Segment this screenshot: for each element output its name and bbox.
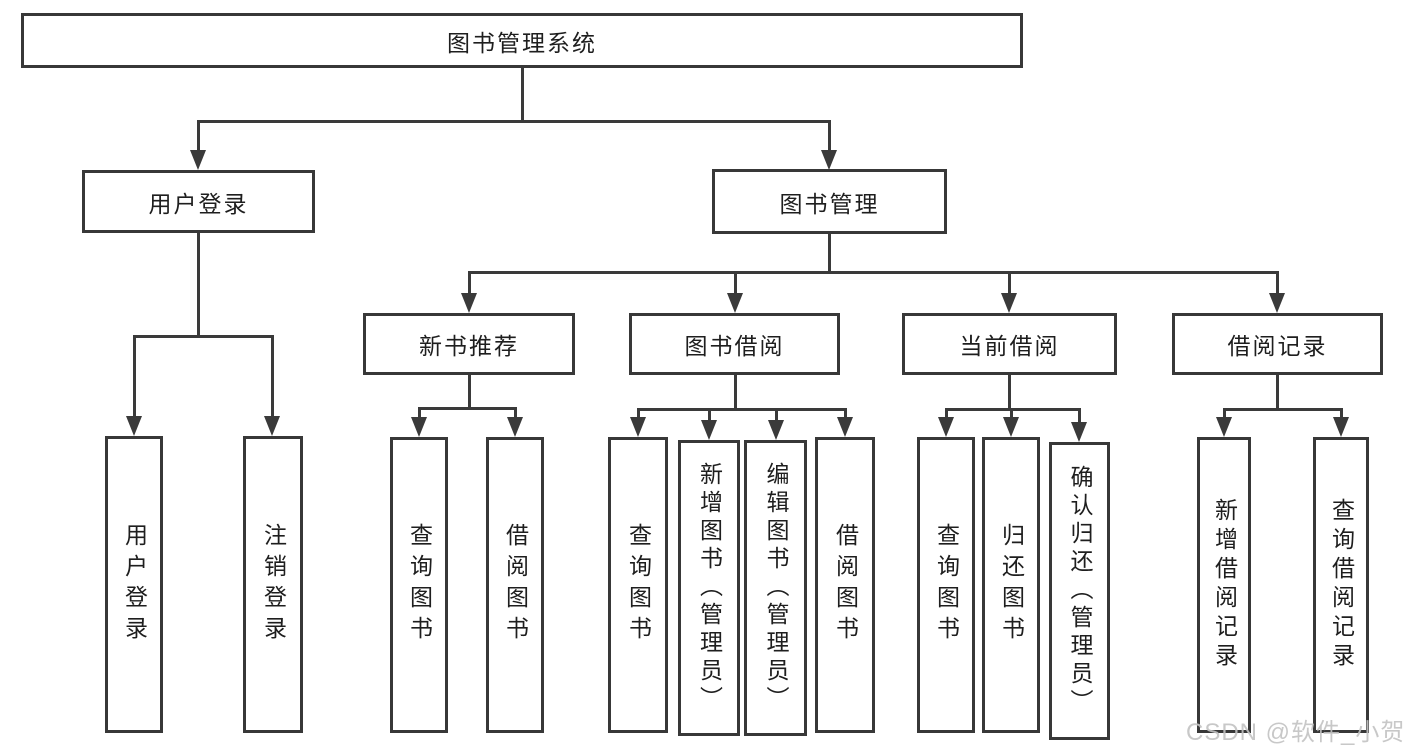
connector-records-rail — [1223, 408, 1342, 411]
leaf-label: 归还图书 — [998, 523, 1025, 647]
arrow-down-icon — [507, 417, 523, 437]
connector-userlogin-rail — [133, 335, 274, 338]
node-borrow-records: 借阅记录 — [1172, 313, 1383, 375]
arrow-down-icon — [461, 293, 477, 313]
connector-arrow-stem — [1223, 408, 1226, 417]
leaf-query-books-1: 查询图书 — [390, 437, 448, 733]
csdn-watermark: CSDN @软件_小贺同学 — [1186, 719, 1405, 746]
connector-arrow-stem — [197, 120, 200, 150]
node-borrow-records-label: 借阅记录 — [1227, 333, 1328, 359]
leaf-user-login: 用户登录 — [105, 436, 163, 733]
node-new-book-recommend: 新书推荐 — [363, 313, 575, 375]
leaf-logout: 注销登录 — [243, 436, 303, 733]
connector-borrowing-stem — [734, 375, 737, 408]
arrow-down-icon — [727, 293, 743, 313]
connector-arrow-stem — [514, 407, 517, 417]
arrow-down-icon — [938, 417, 954, 437]
leaf-add-books-admin: 新增图书（管理员） — [678, 440, 740, 736]
arrow-down-icon — [630, 417, 646, 437]
leaf-label: 借阅图书 — [832, 523, 859, 647]
connector-arrow-stem — [828, 120, 831, 150]
connector-borrowing-rail — [637, 408, 846, 411]
leaf-label: 新增图书（管理员） — [696, 462, 723, 714]
leaf-label: 新增借阅记录 — [1211, 498, 1238, 672]
leaf-query-books-2: 查询图书 — [608, 437, 668, 733]
arrow-down-icon — [768, 420, 784, 440]
node-user-login: 用户登录 — [82, 170, 315, 233]
connector-newbook-stem — [468, 375, 471, 407]
leaf-label: 编辑图书（管理员） — [763, 462, 789, 714]
leaf-borrow-books-2: 借阅图书 — [815, 437, 875, 733]
node-book-management-label: 图书管理 — [779, 190, 880, 217]
connector-arrow-stem — [133, 335, 136, 416]
arrow-down-icon — [190, 150, 206, 170]
connector-arrow-stem — [775, 408, 778, 420]
connector-arrow-stem — [1010, 408, 1013, 417]
leaf-query-books-3: 查询图书 — [917, 437, 975, 733]
node-root-label: 图书管理系统 — [447, 29, 597, 56]
arrow-down-icon — [126, 416, 142, 436]
connector-arrow-stem — [1340, 408, 1343, 417]
arrow-down-icon — [1071, 422, 1087, 442]
leaf-label: 确认归还（管理员） — [1067, 465, 1093, 717]
leaf-logout-label: 注销登录 — [260, 522, 287, 647]
leaf-add-borrow-record: 新增借阅记录 — [1197, 437, 1251, 733]
leaf-label: 借阅图书 — [502, 523, 529, 647]
arrow-down-icon — [1003, 417, 1019, 437]
arrow-down-icon — [701, 420, 717, 440]
connector-current-stem — [1008, 375, 1011, 408]
leaf-confirm-return-admin: 确认归还（管理员） — [1049, 442, 1110, 740]
connector-arrow-stem — [945, 408, 948, 417]
node-current-borrowing-label: 当前借阅 — [959, 333, 1060, 359]
leaf-borrow-books-1: 借阅图书 — [486, 437, 544, 733]
leaf-edit-books-admin: 编辑图书（管理员） — [744, 440, 807, 736]
connector-arrow-stem — [1276, 271, 1279, 293]
connector-root-stem — [521, 68, 524, 120]
node-book-management: 图书管理 — [712, 169, 947, 234]
arrow-down-icon — [1216, 417, 1232, 437]
node-user-login-label: 用户登录 — [148, 190, 249, 217]
connector-bookmgmt-stem — [828, 234, 831, 271]
leaf-label: 查询图书 — [933, 523, 960, 647]
connector-arrow-stem — [1078, 408, 1081, 422]
arrow-down-icon — [264, 416, 280, 436]
node-book-borrowing-label: 图书借阅 — [684, 333, 785, 359]
leaf-query-borrow-record: 查询借阅记录 — [1313, 437, 1369, 733]
connector-records-stem — [1276, 375, 1279, 408]
arrow-down-icon — [411, 417, 427, 437]
connector-bookmgmt-rail — [468, 271, 1278, 274]
arrow-down-icon — [837, 417, 853, 437]
leaf-label: 查询图书 — [406, 523, 433, 647]
connector-arrow-stem — [418, 407, 421, 417]
arrow-down-icon — [821, 150, 837, 170]
connector-arrow-stem — [844, 408, 847, 417]
connector-newbook-rail — [418, 407, 517, 410]
connector-arrow-stem — [468, 271, 471, 293]
leaf-user-login-label: 用户登录 — [121, 522, 148, 647]
arrow-down-icon — [1333, 417, 1349, 437]
connector-arrow-stem — [708, 408, 711, 420]
connector-arrow-stem — [734, 271, 737, 293]
node-book-borrowing: 图书借阅 — [629, 313, 840, 375]
node-current-borrowing: 当前借阅 — [902, 313, 1117, 375]
arrow-down-icon — [1001, 293, 1017, 313]
node-root: 图书管理系统 — [21, 13, 1023, 68]
connector-root-rail — [197, 120, 831, 123]
connector-arrow-stem — [1008, 271, 1011, 293]
leaf-label: 查询借阅记录 — [1328, 498, 1355, 672]
arrow-down-icon — [1269, 293, 1285, 313]
node-new-book-recommend-label: 新书推荐 — [419, 333, 519, 359]
leaf-label: 查询图书 — [625, 523, 652, 647]
connector-userlogin-stem — [197, 233, 200, 335]
leaf-return-books: 归还图书 — [982, 437, 1040, 733]
connector-arrow-stem — [637, 408, 640, 417]
connector-arrow-stem — [271, 335, 274, 416]
